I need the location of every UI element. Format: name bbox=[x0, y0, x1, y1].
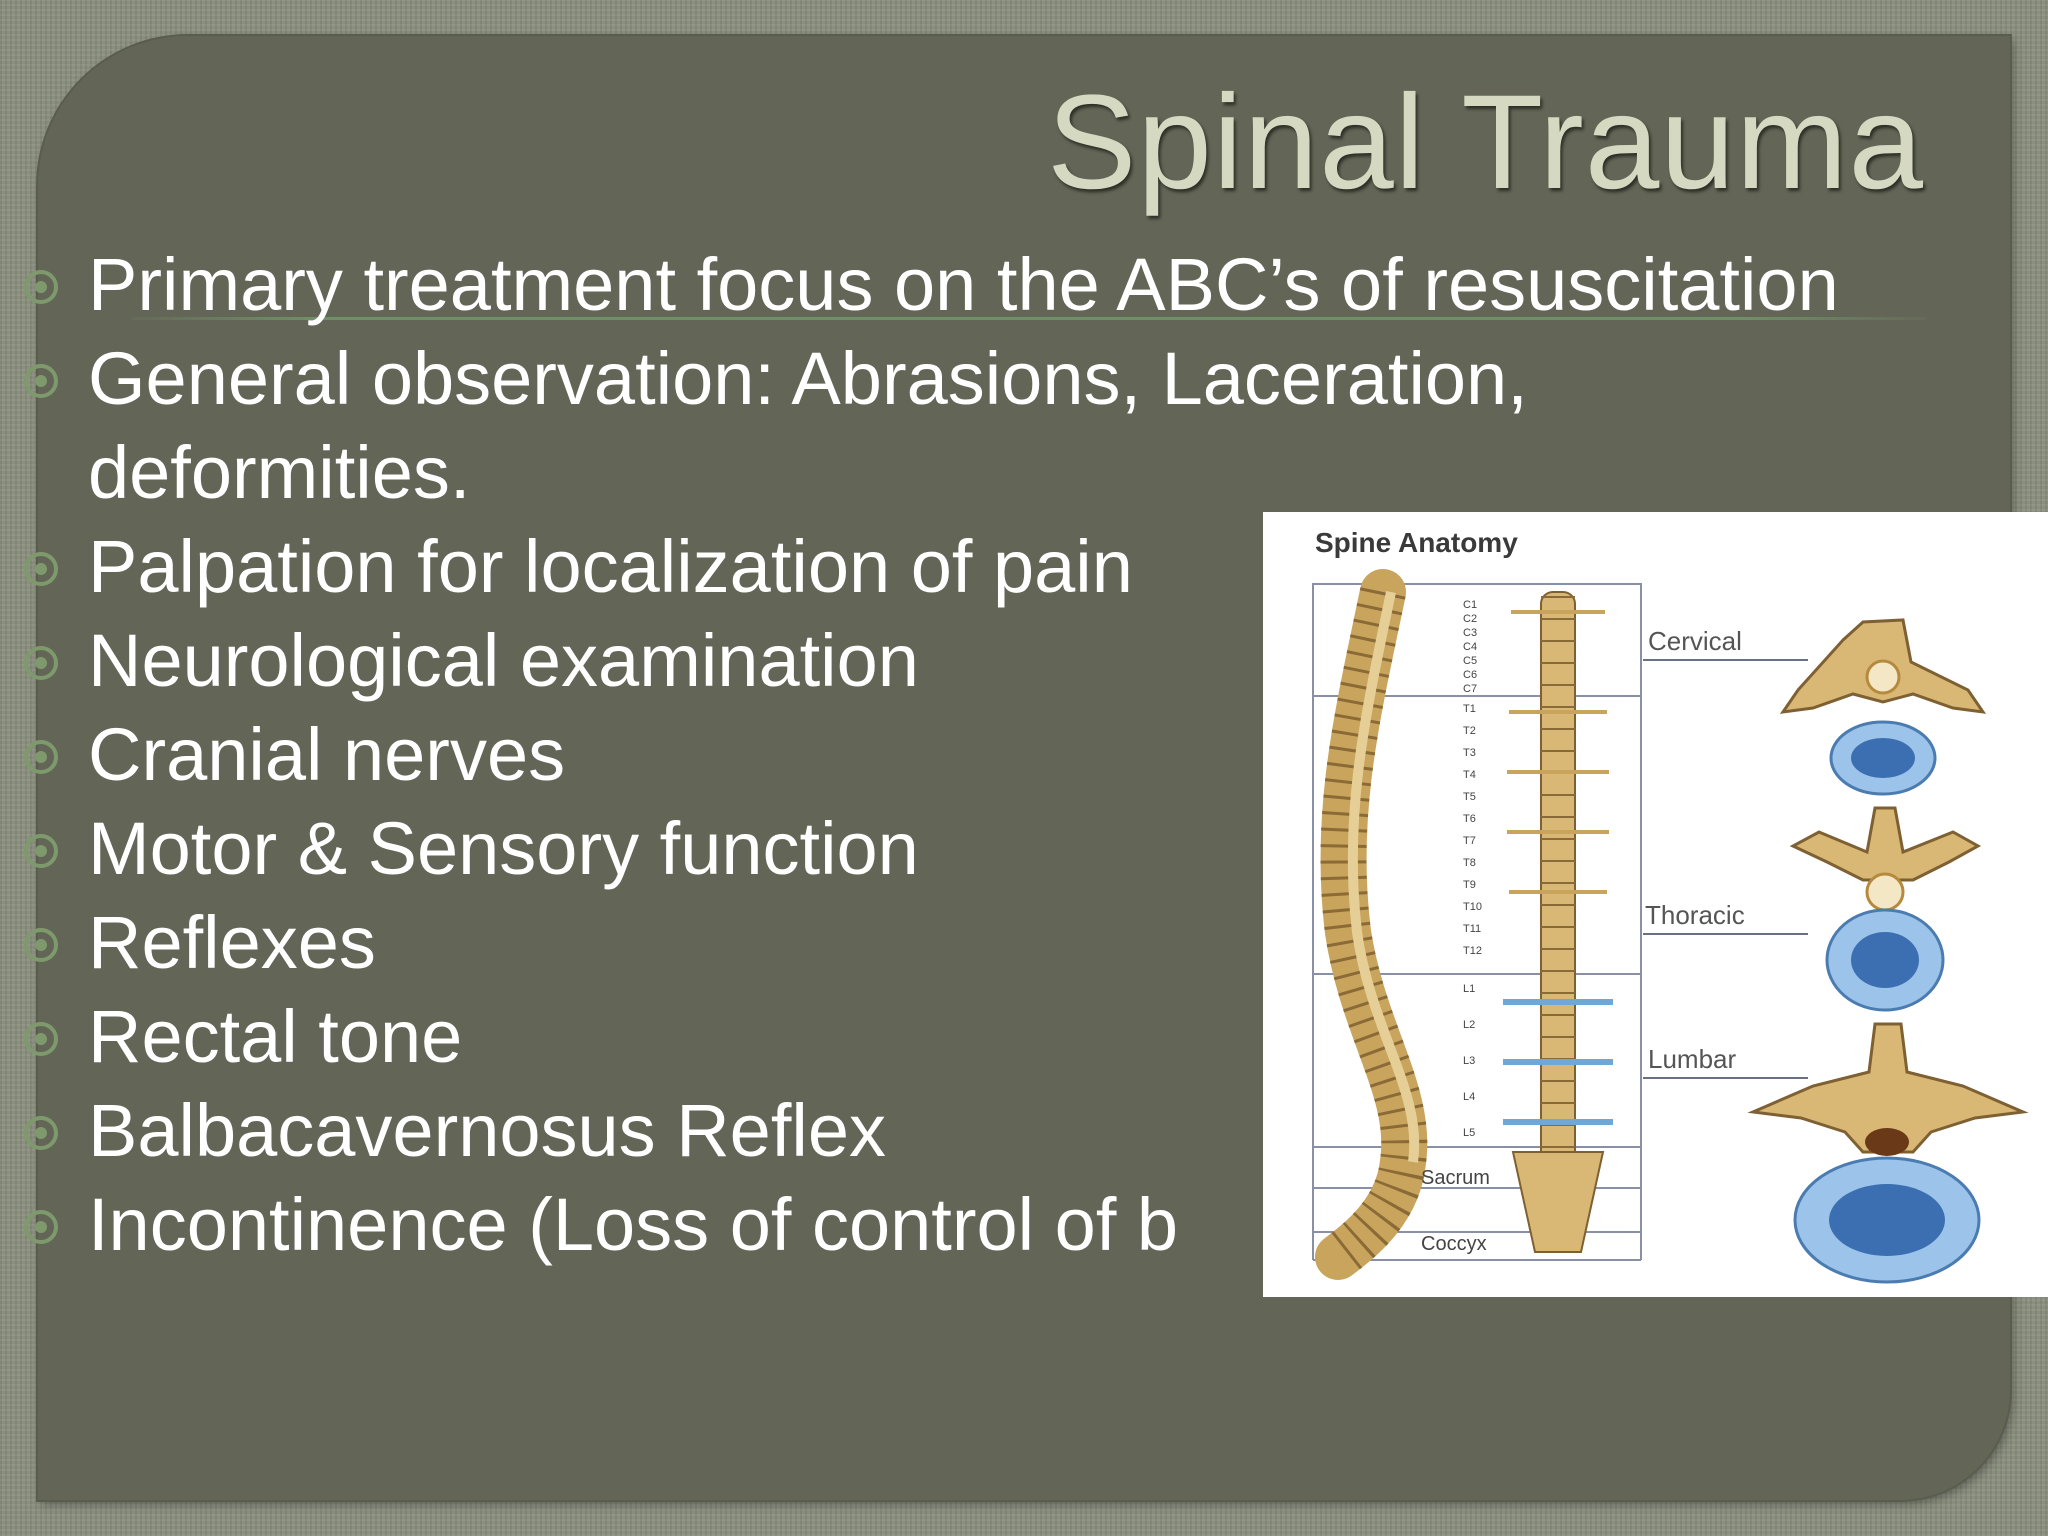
bullet-text: Neurological examination bbox=[88, 619, 919, 702]
vertebra-label: L1 bbox=[1463, 983, 1475, 995]
vertebra-label: T6 bbox=[1463, 813, 1476, 825]
bullet-item: Motor & Sensory function bbox=[24, 802, 919, 896]
spine-anatomy-figure: Spine Anatomy bbox=[1263, 512, 2048, 1297]
circled-dot-icon bbox=[24, 364, 58, 398]
bullet-item: Rectal tone bbox=[24, 990, 463, 1084]
spine-anatomy-illustration: Spine Anatomy bbox=[1312, 527, 2029, 1284]
bullet-text: Cranial nerves bbox=[88, 713, 566, 796]
bullet-continuation: deformities. bbox=[88, 426, 470, 520]
circled-dot-icon bbox=[24, 834, 58, 868]
title-underline bbox=[132, 317, 1926, 320]
bullet-text: Balbacavernosus Reflex bbox=[88, 1089, 886, 1172]
vertebra-label: T7 bbox=[1463, 835, 1476, 847]
vertebra-label: T9 bbox=[1463, 879, 1476, 891]
bullet-text: Reflexes bbox=[88, 901, 376, 984]
cervical-label: Cervical bbox=[1648, 626, 1742, 656]
circled-dot-icon bbox=[24, 1210, 58, 1244]
lumbar-vertebra bbox=[1747, 1022, 2029, 1284]
circled-dot-icon bbox=[24, 1022, 58, 1056]
vertebra-label: T12 bbox=[1463, 945, 1482, 957]
circled-dot-icon bbox=[24, 552, 58, 586]
lumbar-label: Lumbar bbox=[1648, 1044, 1736, 1074]
circled-dot-icon bbox=[24, 1116, 58, 1150]
bullet-text: Incontinence (Loss of control of b bbox=[88, 1183, 1179, 1266]
circled-dot-icon bbox=[24, 740, 58, 774]
vertebra-label: T4 bbox=[1463, 769, 1476, 781]
vertebra-label: C3 bbox=[1463, 627, 1477, 639]
cervical-vertebra bbox=[1779, 618, 1987, 796]
vertebra-label: T8 bbox=[1463, 857, 1476, 869]
vertebra-label: T2 bbox=[1463, 725, 1476, 737]
circled-dot-icon bbox=[24, 270, 58, 304]
bullet-list: Primary treatment focus on the ABC’s of … bbox=[0, 236, 2048, 1276]
coccyx-label: Coccyx bbox=[1421, 1233, 1487, 1255]
vertebra-label: L5 bbox=[1463, 1127, 1475, 1139]
vertebra-label: C6 bbox=[1463, 669, 1477, 681]
vertebra-label: L4 bbox=[1463, 1091, 1475, 1103]
bullet-text: General observation: Abrasions, Lacerati… bbox=[88, 337, 1528, 420]
thoracic-vertebra bbox=[1789, 806, 1982, 1012]
bullet-item: General observation: Abrasions, Lacerati… bbox=[24, 332, 1528, 426]
vertebra-label: T1 bbox=[1463, 703, 1476, 715]
figure-title: Spine Anatomy bbox=[1315, 527, 1518, 558]
bullet-item: Primary treatment focus on the ABC’s of … bbox=[24, 238, 1839, 332]
spine-side-view bbox=[1315, 569, 1428, 1280]
vertebra-labels: C1 C2 C3 C4 C5 C6 C7 T1 T2 T3 T4 T5 T6 T… bbox=[1463, 599, 1482, 1139]
bullet-item: Cranial nerves bbox=[24, 708, 566, 802]
bullet-text: deformities. bbox=[88, 431, 471, 514]
vertebra-label: L3 bbox=[1463, 1055, 1475, 1067]
vertebra-label: T3 bbox=[1463, 747, 1476, 759]
sacrum-label: Sacrum bbox=[1421, 1167, 1490, 1189]
vertebra-label: L2 bbox=[1463, 1019, 1475, 1031]
bullet-item: Balbacavernosus Reflex bbox=[24, 1084, 886, 1178]
circled-dot-icon bbox=[24, 646, 58, 680]
region-labels: Cervical Thoracic Lumbar bbox=[1643, 626, 1808, 1079]
bullet-item: Incontinence (Loss of control of b bbox=[24, 1178, 1179, 1272]
bullet-text: Primary treatment focus on the ABC’s of … bbox=[88, 243, 1839, 326]
circled-dot-icon bbox=[24, 928, 58, 962]
bullet-item: Reflexes bbox=[24, 896, 376, 990]
vertebra-label: C7 bbox=[1463, 683, 1477, 695]
bullet-text: Motor & Sensory function bbox=[88, 807, 919, 890]
bullet-item: Palpation for localization of pain bbox=[24, 520, 1133, 614]
bullet-text: Rectal tone bbox=[88, 995, 463, 1078]
vertebra-label: C2 bbox=[1463, 613, 1477, 625]
bullet-item: Neurological examination bbox=[24, 614, 919, 708]
bullet-text: Palpation for localization of pain bbox=[88, 525, 1133, 608]
vertebra-label: T11 bbox=[1463, 923, 1481, 935]
vertebra-label: T5 bbox=[1463, 791, 1476, 803]
spine-front-view bbox=[1503, 591, 1613, 1253]
thoracic-label: Thoracic bbox=[1645, 900, 1745, 930]
vertebra-label: C1 bbox=[1463, 599, 1477, 611]
vertebra-label: C4 bbox=[1463, 641, 1477, 653]
vertebra-label: T10 bbox=[1463, 901, 1482, 913]
slide-title: Spinal Trauma bbox=[1047, 68, 1924, 217]
vertebra-label: C5 bbox=[1463, 655, 1477, 667]
